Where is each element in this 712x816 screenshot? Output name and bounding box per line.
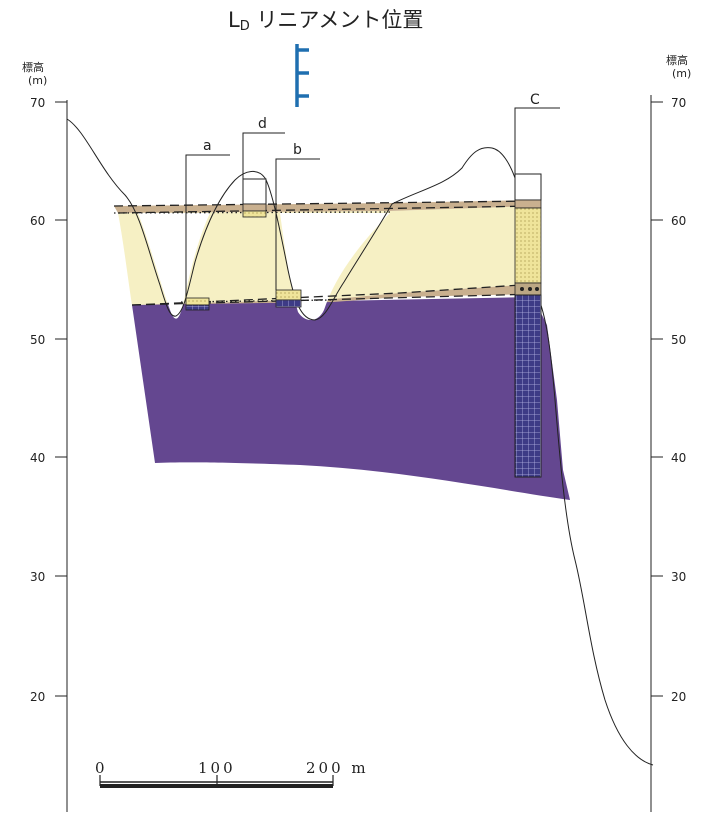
lineament-marker — [295, 44, 309, 107]
borehole-a-column: a — [185, 138, 230, 311]
right-axis: 標高 (m) 70 60 50 40 30 20 — [650, 53, 691, 812]
borehole-b-column: b — [275, 142, 320, 308]
lower-tan-band — [132, 284, 536, 305]
upper-tan-band — [114, 200, 535, 213]
left-tick-60: 60 — [30, 214, 45, 228]
left-axis-unit: (m) — [28, 74, 47, 87]
borehole-c-column: C — [514, 92, 560, 478]
borehole-c-label: C — [530, 92, 540, 108]
right-axis-unit: (m) — [672, 67, 691, 80]
borehole-d-column: d — [242, 116, 285, 218]
right-axis-label: 標高 — [666, 53, 688, 67]
diagram-title: LD リニアメント位置 — [228, 8, 423, 34]
right-tick-70: 70 — [671, 96, 686, 110]
borehole-b-label: b — [293, 142, 302, 158]
svg-text:LD リニアメント位置: LD リニアメント位置 — [228, 8, 423, 34]
right-tick-20: 20 — [671, 690, 686, 704]
left-tick-30: 30 — [30, 570, 45, 584]
right-tick-40: 40 — [671, 451, 686, 465]
borehole-d-label: d — [258, 116, 267, 132]
right-tick-60: 60 — [671, 214, 686, 228]
right-tick-50: 50 — [671, 333, 686, 347]
middle-valley-air — [280, 213, 390, 321]
right-tick-30: 30 — [671, 570, 686, 584]
left-axis: 標高 (m) 70 60 50 40 30 20 — [22, 60, 68, 812]
left-tick-20: 20 — [30, 690, 45, 704]
left-valley-air — [138, 213, 210, 319]
ground-surface-profile — [66, 118, 654, 766]
borehole-a-label: a — [203, 138, 212, 154]
purple-rock-unit — [132, 297, 570, 500]
left-tick-50: 50 — [30, 333, 45, 347]
scale-label-0: 0 — [95, 759, 108, 777]
left-tick-40: 40 — [30, 451, 45, 465]
left-tick-70: 70 — [30, 96, 45, 110]
scale-label-100: 100 — [198, 759, 236, 777]
scale-label-200: 200 m — [306, 759, 369, 777]
dotted-reference-lines — [113, 211, 391, 303]
left-axis-label: 標高 — [22, 60, 44, 74]
scale-bar: 0 100 200 m — [95, 759, 369, 788]
